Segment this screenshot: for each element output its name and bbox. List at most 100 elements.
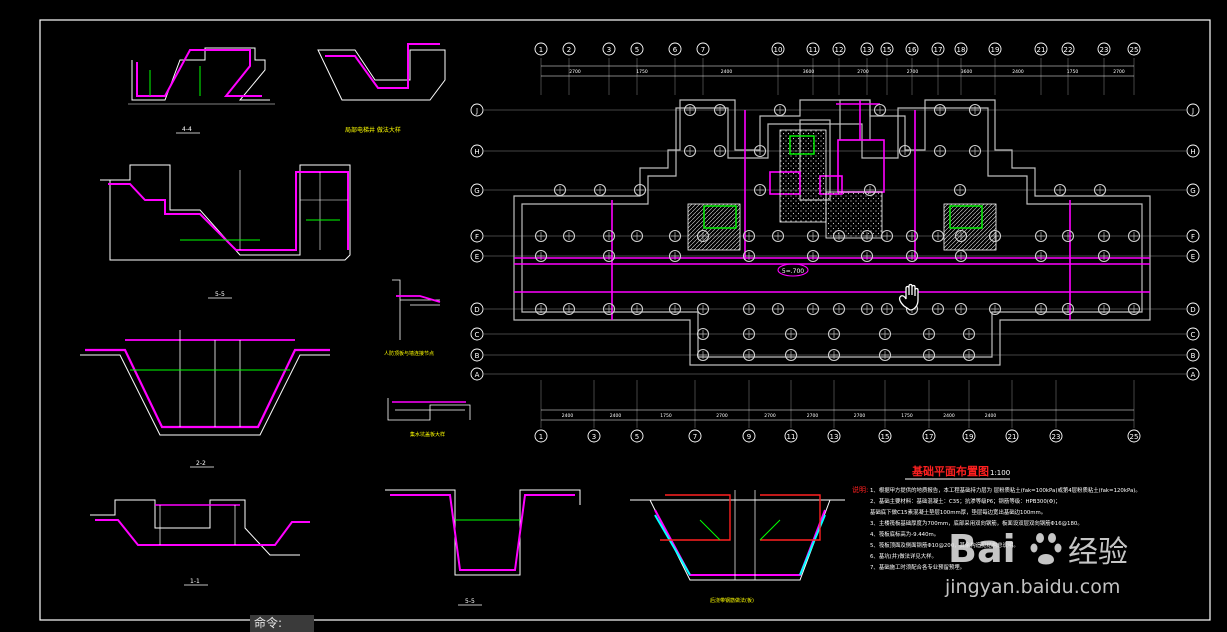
pile-column [742,348,756,362]
watermark-brand: Bai [948,527,1016,571]
axis-label-bottom: 7 [693,433,697,441]
axis-label-bottom: 5 [635,433,639,441]
axis-bubble-left [470,183,484,197]
axis-label-top: 12 [835,46,844,54]
pile-column [633,183,647,197]
command-line[interactable]: 命令: [250,615,314,632]
pile-column [860,249,874,263]
axis-bubble-top [602,42,616,56]
pile-column [562,229,576,243]
axis-bubble-right [1186,144,1200,158]
axis-bubble-top [630,42,644,56]
axis-label-top: 6 [673,46,678,54]
axis-label-right: H [1190,148,1195,156]
watermark-url: jingyan.baidu.com [945,576,1121,598]
pit-right-hatch [943,203,997,251]
note-line: 3、主楼筏板基础厚度为700mm，底部采用双向钢筋，板面设双层双向钢筋Φ16@1… [870,519,1083,527]
dim-top: 2400 [1012,69,1024,75]
pile-column [668,302,682,316]
axis-bubble-top [1097,42,1111,56]
section-5-5-bottom-label: 5-5 [465,598,475,605]
note-line: 基础底下做C15素混凝土垫层100mm厚，垫层每边宽出基础边100mm。 [870,508,1046,516]
pile-column [771,302,785,316]
pile-column [954,229,968,243]
plan-grid-lines [484,58,1186,428]
pile-column [968,144,982,158]
pile-column [954,302,968,316]
axis-bubble-right [1186,327,1200,341]
dim-bottom: 2400 [562,413,574,419]
pile-column [968,103,982,117]
axis-bubble-right [1186,229,1200,243]
axis-bubble-top [954,42,968,56]
pile-column [630,302,644,316]
axis-bubble-left [470,367,484,381]
pile-column [602,249,616,263]
pile-column [753,144,767,158]
dim-bottom: 2400 [610,413,622,419]
pile-column [898,144,912,158]
axis-label-bottom: 9 [747,433,751,441]
axis-label-left: D [474,306,479,314]
section-5-5-top: 5-5 [100,164,351,299]
axis-label-top: 10 [774,46,783,54]
axis-label-bottom: 23 [1052,433,1061,441]
pit-green-right [949,205,983,229]
pit-note-label: 局部电梯井 做法大样 [345,126,401,134]
pile-column [832,302,846,316]
axis-label-bottom: 1 [539,433,543,441]
dim-top: 2700 [1113,69,1125,75]
axis-label-left: E [475,253,479,261]
axis-label-top: 7 [701,46,705,54]
detail-a-b: 集水坑盖板大样 [387,398,471,438]
pile-column [562,302,576,316]
dim-bottom: 2700 [854,413,866,419]
axis-bubble-right [1186,183,1200,197]
section-details: 4-4 局部电梯井 做法大样 5-5 人防顶板与墙连接节点 [80,43,845,606]
section-2-2: 2-2 [80,330,330,468]
elevator-core-dots [779,129,827,223]
pile-column [668,229,682,243]
axis-bubble-bottom [742,429,756,443]
plan-badge: 5=.700 [782,268,804,275]
axis-bubble-bottom [534,429,548,443]
pile-column [784,327,798,341]
pile-column [988,302,1002,316]
dim-top: 3600 [803,69,815,75]
axis-label-top: 21 [1037,46,1046,54]
pile-column [905,229,919,243]
pile-column [988,229,1002,243]
pile-column [860,302,874,316]
axis-bubble-left [470,103,484,117]
command-prompt: 命令: [254,616,283,630]
pile-column [832,229,846,243]
axis-label-left: C [475,331,480,339]
axis-label-right: E [1191,253,1195,261]
pile-column [1053,183,1067,197]
axis-bubble-top [931,42,945,56]
axis-bubble-left [470,144,484,158]
dim-bottom: 2400 [985,413,997,419]
axis-label-top: 2 [567,46,571,54]
pile-column [742,302,756,316]
pile-column [771,229,785,243]
axis-label-top: 11 [809,46,818,54]
axis-bubble-bottom [962,429,976,443]
pile-column [1061,302,1075,316]
pile-column [534,229,548,243]
axis-label-top: 17 [934,46,943,54]
axis-label-right: B [1191,352,1196,360]
axis-label-top: 25 [1130,46,1139,54]
dim-bottom: 2700 [716,413,728,419]
pile-column [534,302,548,316]
pile-column [1034,249,1048,263]
axis-bubble-bottom [587,429,601,443]
pile-column [806,302,820,316]
detail-b-label: 集水坑盖板大样 [410,431,445,438]
pile-column [806,249,820,263]
axis-bubble-top [1061,42,1075,56]
hand-cursor-icon [898,283,919,311]
pile-column [954,249,968,263]
pile-column [713,144,727,158]
